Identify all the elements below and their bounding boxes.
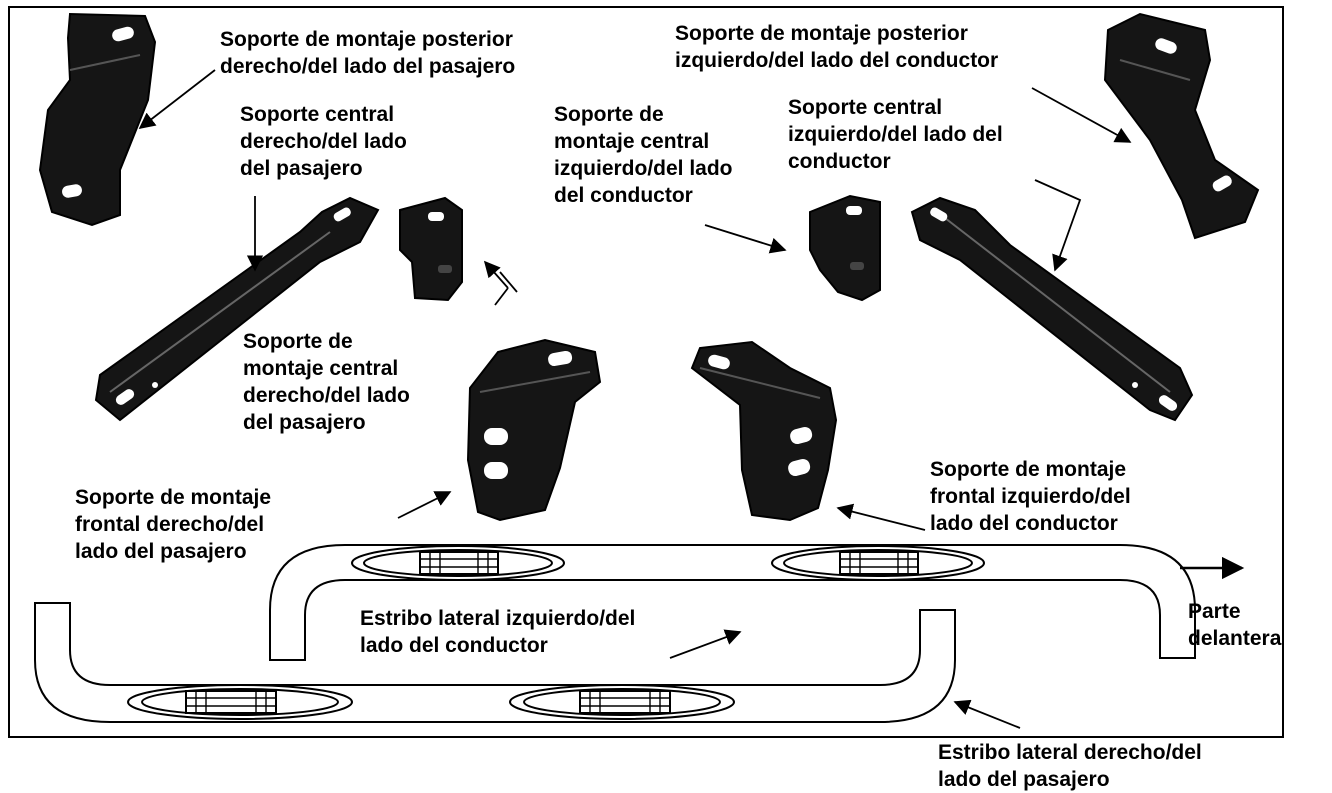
- rear-bracket-driver-part: [1103, 12, 1260, 240]
- arrow-center-mount-driver: [704, 224, 787, 254]
- arrow-step-passenger: [953, 699, 1021, 729]
- center-mount-passenger-part: [399, 196, 463, 302]
- diagram-frame: [8, 6, 1284, 738]
- label-front-bracket-passenger: Soporte de montaje frontal derecho/del l…: [75, 486, 272, 563]
- front-bracket-passenger-part: [466, 338, 602, 522]
- arrow-center-mount-passenger-head: [483, 260, 509, 289]
- arrow-rear-passenger: [138, 69, 216, 129]
- arrow-rear-driver: [1031, 87, 1132, 143]
- center-support-passenger-part: [94, 196, 380, 422]
- arrow-center-mount-passenger-tick: [499, 271, 518, 293]
- label-front-direction: Parte delantera: [1188, 600, 1282, 650]
- front-bracket-driver-part: [690, 340, 838, 522]
- label-front-bracket-driver: Soporte de montaje frontal izquierdo/del…: [930, 458, 1131, 535]
- label-step-driver: Estribo lateral izquierdo/del lado del c…: [360, 607, 636, 657]
- label-center-support-passenger: Soporte central derecho/del lado del pas…: [240, 103, 407, 180]
- arrow-front-passenger: [397, 491, 452, 519]
- label-center-support-driver: Soporte central izquierdo/del lado del c…: [788, 96, 1003, 173]
- label-rear-bracket-passenger: Soporte de montaje posterior derecho/del…: [220, 28, 516, 78]
- running-board-driver-part: [269, 544, 1196, 661]
- label-center-mount-passenger: Soporte de montaje central derecho/del l…: [243, 330, 410, 434]
- arrow-center-support-driver: [1034, 179, 1082, 272]
- running-board-passenger-part: [34, 602, 956, 723]
- label-step-passenger: Estribo lateral derecho/del lado del pas…: [938, 741, 1202, 791]
- arrow-step-driver: [669, 629, 742, 659]
- label-center-mount-driver: Soporte de montaje central izquierdo/del…: [554, 103, 733, 207]
- arrow-front-driver: [836, 503, 926, 531]
- center-mount-driver-part: [809, 194, 881, 302]
- rear-bracket-passenger-part: [38, 12, 157, 227]
- center-support-driver-part: [910, 196, 1194, 422]
- arrow-center-mount-passenger: [494, 287, 509, 306]
- label-rear-bracket-driver: Soporte de montaje posterior izquierdo/d…: [675, 22, 999, 72]
